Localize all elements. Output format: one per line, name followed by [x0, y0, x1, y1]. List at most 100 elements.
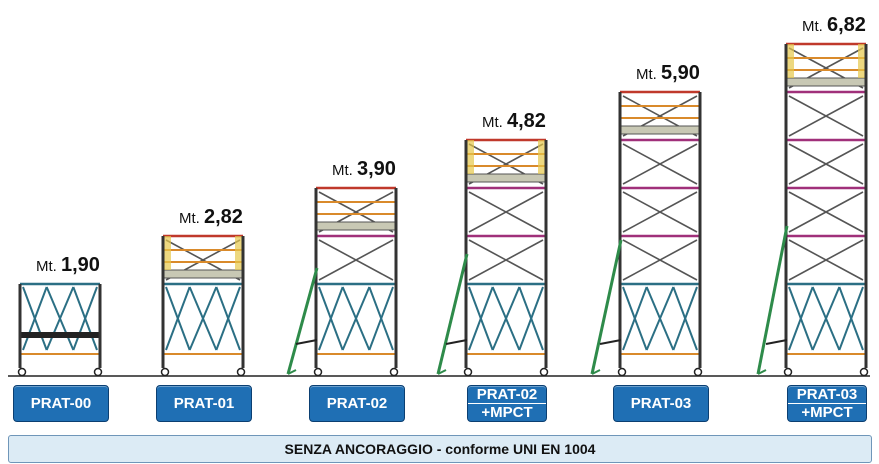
base-cross-brace — [838, 286, 864, 351]
wheel — [236, 367, 246, 377]
model-button[interactable]: PRAT-02 — [309, 385, 405, 422]
outrigger-strut — [599, 339, 622, 345]
base-cross-brace — [341, 286, 371, 351]
model-button[interactable]: PRAT-01 — [156, 385, 252, 422]
base-cross-brace — [45, 286, 75, 351]
wheel — [693, 367, 703, 377]
wheel — [389, 367, 399, 377]
height-value: 5,90 — [661, 62, 700, 84]
toe-board — [235, 236, 243, 270]
section-cross-brace — [468, 239, 544, 281]
section-cross-brace — [622, 239, 698, 281]
model-button[interactable]: PRAT-03 — [613, 385, 709, 422]
outrigger-strut — [445, 339, 468, 345]
section-cross-brace — [788, 95, 864, 137]
base-cross-brace — [22, 286, 48, 351]
model-label-line: PRAT-03 — [630, 395, 692, 412]
section-cross-brace — [622, 191, 698, 233]
height-value: 3,90 — [357, 158, 396, 180]
height-label: Mt. 1,90 — [36, 254, 100, 277]
section-cross-brace — [468, 191, 544, 233]
toe-board — [786, 44, 794, 78]
scaffold-tower — [436, 138, 549, 377]
base-cross-brace — [645, 286, 675, 351]
model-label-line: PRAT-03 — [796, 386, 858, 403]
model-label-line: +MPCT — [788, 403, 866, 421]
base-cross-brace — [518, 286, 544, 351]
platform — [162, 269, 244, 279]
outrigger — [436, 253, 469, 375]
platform — [465, 173, 547, 183]
footer-banner: SENZA ANCORAGGIO - conforme UNI EN 1004 — [8, 435, 872, 463]
base-cross-brace — [788, 286, 814, 351]
base-cross-brace — [468, 286, 494, 351]
wheel — [859, 367, 869, 377]
platform — [619, 125, 701, 135]
model-button[interactable]: PRAT-00 — [13, 385, 109, 422]
base-cross-brace — [368, 286, 394, 351]
outrigger — [590, 239, 623, 375]
toe-board — [538, 140, 546, 174]
height-prefix: Mt. — [802, 18, 827, 35]
height-value: 2,82 — [204, 206, 243, 228]
height-label: Mt. 2,82 — [179, 206, 243, 229]
model-label-line: PRAT-02 — [326, 395, 388, 412]
base-cross-brace — [672, 286, 698, 351]
wheel — [17, 367, 27, 377]
height-value: 1,90 — [61, 254, 100, 276]
height-prefix: Mt. — [332, 162, 357, 179]
base-cross-brace — [215, 286, 241, 351]
height-label: Mt. 6,82 — [802, 14, 866, 37]
outrigger-strut — [295, 339, 318, 345]
footer-text: SENZA ANCORAGGIO - conforme UNI EN 1004 — [284, 441, 596, 457]
outrigger-foot — [437, 369, 447, 375]
scaffold-tower — [590, 90, 703, 377]
base-cross-brace — [165, 286, 191, 351]
base-cross-brace — [318, 286, 344, 351]
platform — [315, 221, 397, 231]
height-prefix: Mt. — [36, 258, 61, 275]
outrigger-foot — [287, 369, 297, 375]
base-cross-brace — [811, 286, 841, 351]
height-prefix: Mt. — [482, 114, 507, 131]
base-cross-brace — [72, 286, 98, 351]
section-cross-brace — [788, 143, 864, 185]
height-prefix: Mt. — [179, 210, 204, 227]
scaffold-tower — [756, 42, 869, 377]
wheel — [617, 367, 627, 377]
scaffold-tower — [160, 234, 246, 377]
height-label: Mt. 4,82 — [482, 110, 546, 133]
scaffold-tower — [17, 282, 103, 377]
platform — [785, 77, 867, 87]
model-button[interactable]: PRAT-03+MPCT — [787, 385, 867, 422]
model-label-line: +MPCT — [468, 403, 546, 421]
model-label-line: PRAT-01 — [173, 395, 235, 412]
height-prefix: Mt. — [636, 66, 661, 83]
outrigger — [286, 267, 319, 375]
scaffold-tower — [286, 186, 399, 377]
base-cross-brace — [188, 286, 218, 351]
wheel — [160, 367, 170, 377]
outrigger-foot — [591, 369, 601, 375]
section-cross-brace — [318, 239, 394, 281]
model-label-line: PRAT-00 — [30, 395, 92, 412]
outrigger-strut — [765, 339, 788, 345]
height-value: 6,82 — [827, 14, 866, 36]
wheel — [783, 367, 793, 377]
toe-board — [163, 236, 171, 270]
section-cross-brace — [788, 191, 864, 233]
model-button[interactable]: PRAT-02+MPCT — [467, 385, 547, 422]
wheel — [93, 367, 103, 377]
section-cross-brace — [788, 239, 864, 281]
wheel — [313, 367, 323, 377]
base-cross-brace — [491, 286, 521, 351]
base-cross-brace — [622, 286, 648, 351]
section-cross-brace — [622, 143, 698, 185]
outrigger — [756, 225, 789, 375]
model-label-line: PRAT-02 — [476, 386, 538, 403]
height-label: Mt. 3,90 — [332, 158, 396, 181]
base-platform — [20, 332, 100, 338]
toe-board — [466, 140, 474, 174]
toe-board — [858, 44, 866, 78]
